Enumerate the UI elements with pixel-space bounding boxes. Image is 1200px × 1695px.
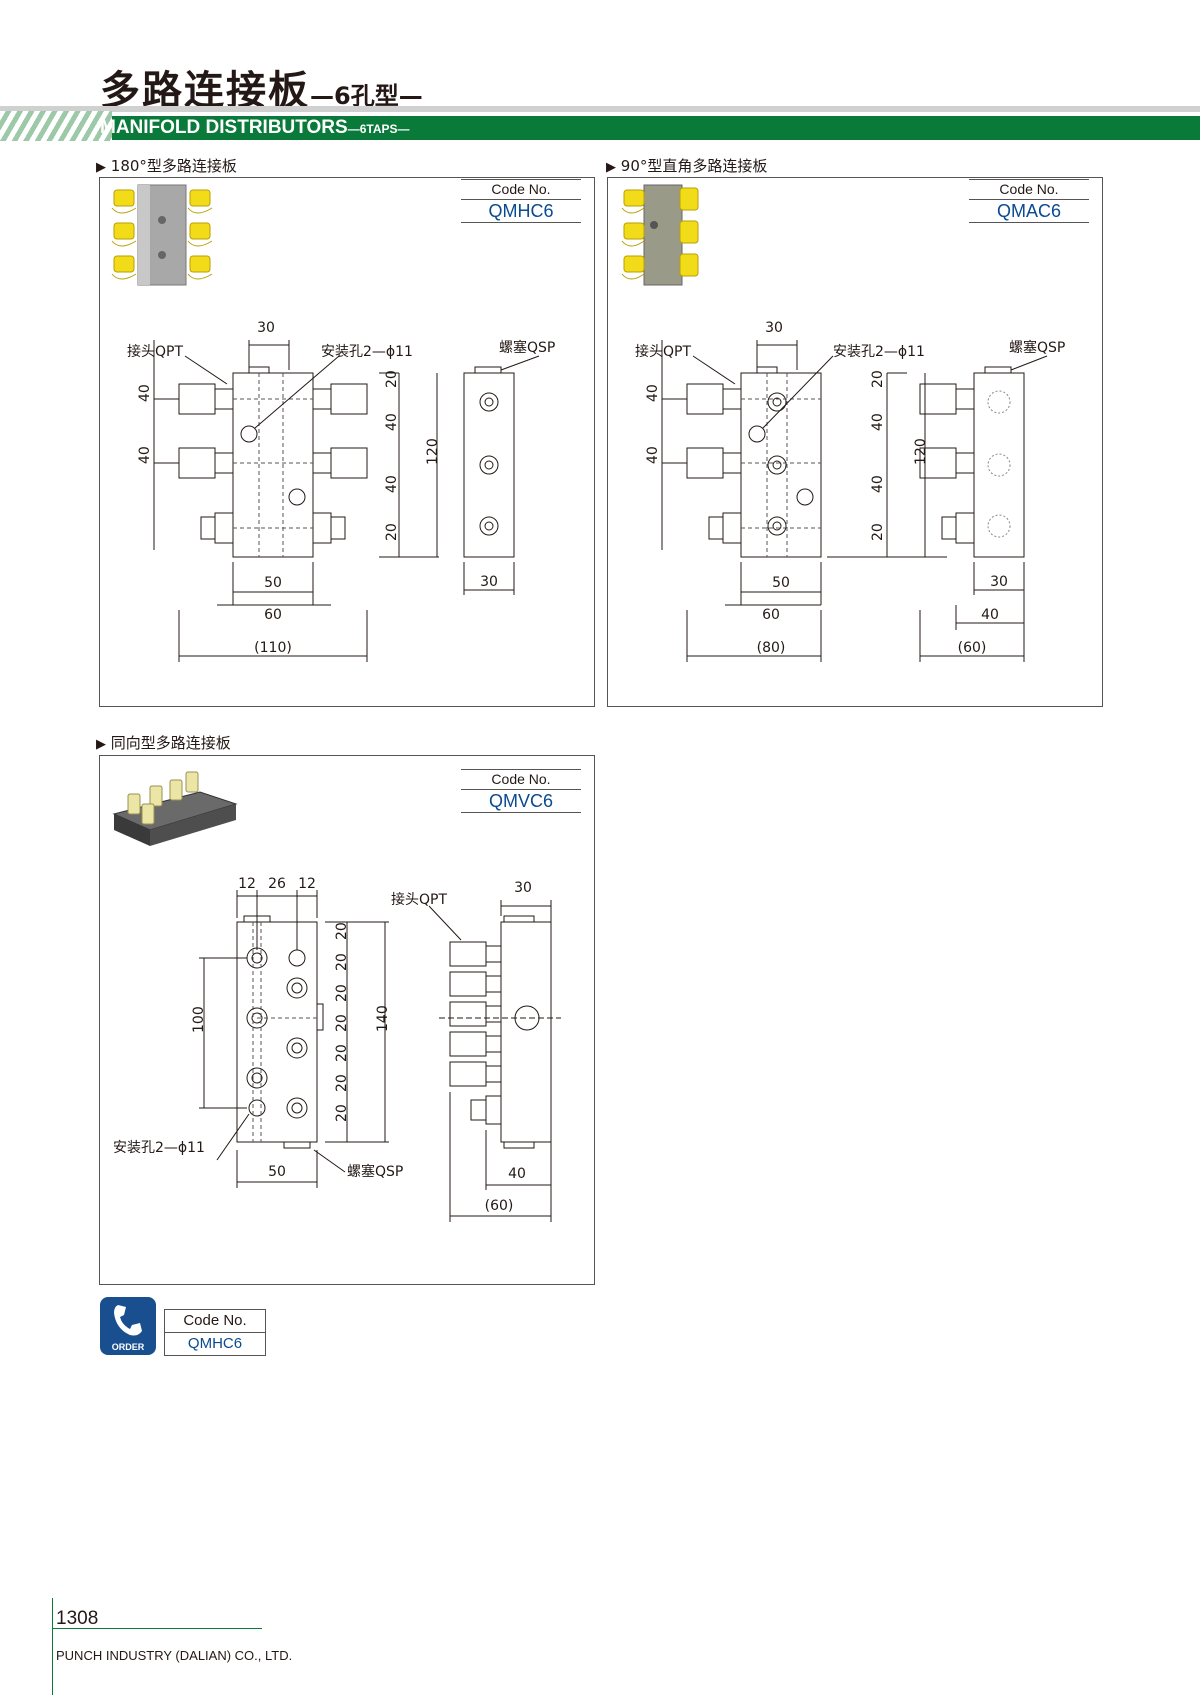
callout-hole: 安装孔2—ϕ11 — [833, 344, 925, 360]
code-label: Code No. — [461, 179, 581, 200]
code-box-90: Code No. QMAC6 — [969, 179, 1089, 223]
footer-rule-vertical — [52, 1598, 53, 1695]
drawing-same: 12 26 12 100 20 20 20 20 20 20 20 140 50… — [113, 876, 561, 1222]
drawing-180: 30 接头QPT 安装孔2—ϕ11 螺塞QSP 40 40 20 40 40 2… — [127, 320, 555, 662]
dim-pitch-0: 20 — [334, 922, 350, 940]
callout-hole: 安装孔2—ϕ11 — [321, 344, 413, 360]
phone-icon — [114, 1305, 142, 1336]
product-photo-180 — [111, 184, 213, 286]
dim-overall: (110) — [254, 640, 292, 656]
dim-side-overall: (60) — [958, 640, 987, 656]
dim-pitch-3: 20 — [334, 1014, 350, 1032]
order-code-box: Code No. QMHC6 — [164, 1309, 266, 1356]
triangle-icon: ▶ — [96, 160, 106, 175]
page-title-en-suffix: —6TAPS— — [347, 122, 410, 136]
dim-top-width: 30 — [765, 320, 783, 336]
drawing-90: 30 接头QPT 安装孔2—ϕ11 螺塞QSP 40 40 20 40 40 2… — [635, 320, 1065, 662]
code-value-180: QMHC6 — [461, 200, 581, 223]
dim-top-1: 26 — [268, 876, 286, 892]
section-label-180: ▶ 180°型多路连接板 — [96, 155, 237, 176]
order-code-value: QMHC6 — [187, 1335, 243, 1352]
dim-top-2: 12 — [298, 876, 316, 892]
dim-top-width: 30 — [257, 320, 275, 336]
dim-overall: (80) — [757, 640, 786, 656]
section-label-90-text: 90°型直角多路连接板 — [620, 157, 768, 175]
code-label: Code No. — [461, 769, 581, 790]
header-band — [0, 116, 1200, 140]
dim-right-3: 20 — [870, 523, 886, 541]
dim-pitch-5: 20 — [334, 1074, 350, 1092]
dim-body-width: 50 — [772, 575, 790, 591]
triangle-icon: ▶ — [96, 737, 106, 752]
callout-qsp: 螺塞QSP — [347, 1163, 403, 1180]
dim-body-width: 50 — [268, 1164, 286, 1180]
dim-height: 120 — [913, 438, 929, 465]
dim-fit-width: 60 — [264, 607, 282, 623]
footer-rule-horizontal — [52, 1628, 262, 1629]
code-value-90: QMAC6 — [969, 200, 1089, 223]
dim-side-fit: 40 — [508, 1166, 526, 1182]
dim-pitch-2: 20 — [334, 984, 350, 1002]
dim-height: 120 — [425, 438, 441, 465]
dim-pitch-a: 40 — [645, 384, 661, 402]
dim-right-1: 40 — [384, 413, 400, 431]
dim-right-1: 40 — [870, 413, 886, 431]
dim-pitch-a: 40 — [137, 384, 153, 402]
section-label-same: ▶ 同向型多路连接板 — [96, 732, 231, 753]
callout-qpt: 接头QPT — [127, 343, 183, 360]
header-stripes — [0, 111, 112, 141]
code-box-180: Code No. QMHC6 — [461, 179, 581, 223]
code-label: Code No. — [969, 179, 1089, 200]
page-title-en: MANIFOLD DISTRIBUTORS—6TAPS— — [100, 116, 410, 140]
dim-pitch-b: 40 — [645, 446, 661, 464]
callout-hole: 安装孔2—ϕ11 — [113, 1140, 205, 1156]
dim-pitch-6: 20 — [334, 1104, 350, 1122]
dim-pitch-b: 40 — [137, 446, 153, 464]
order-code-label: Code No. — [165, 1310, 265, 1333]
code-box-same: Code No. QMVC6 — [461, 769, 581, 813]
header-rule — [0, 106, 1200, 112]
dim-side-fit: 40 — [981, 607, 999, 623]
callout-qpt: 接头QPT — [635, 343, 691, 360]
callout-qsp: 螺塞QSP — [1009, 339, 1065, 356]
dim-side-width: 30 — [990, 574, 1008, 590]
section-label-same-text: 同向型多路连接板 — [110, 734, 231, 752]
dim-body-width: 50 — [264, 575, 282, 591]
dim-right-2: 40 — [384, 475, 400, 493]
dim-top-0: 12 — [238, 876, 256, 892]
callout-qpt: 接头QPT — [391, 891, 447, 908]
page-title-suffix: —6孔型— — [310, 82, 423, 110]
product-photo-same — [112, 771, 238, 846]
order-icon: ORDER — [100, 1297, 156, 1355]
dim-pitch-4: 20 — [334, 1044, 350, 1062]
product-photo-90 — [621, 184, 699, 286]
dim-height: 140 — [375, 1005, 391, 1032]
order-icon-label: ORDER — [111, 1342, 145, 1352]
section-label-90: ▶ 90°型直角多路连接板 — [606, 155, 767, 176]
dim-fit-width: 60 — [762, 607, 780, 623]
triangle-icon: ▶ — [606, 160, 616, 175]
dim-left: 100 — [191, 1006, 207, 1033]
page-title-en-main: MANIFOLD DISTRIBUTORS — [100, 117, 348, 138]
section-label-180-text: 180°型多路连接板 — [110, 157, 237, 175]
dim-side-top: 30 — [514, 880, 532, 896]
dim-right-2: 40 — [870, 475, 886, 493]
dim-right-3: 20 — [384, 523, 400, 541]
code-value-same: QMVC6 — [461, 790, 581, 813]
dim-side-overall: (60) — [485, 1198, 514, 1214]
dim-pitch-1: 20 — [334, 953, 350, 971]
company-name: PUNCH INDUSTRY (DALIAN) CO., LTD. — [56, 1648, 293, 1663]
dim-right-0: 20 — [870, 370, 886, 388]
dim-side-width: 30 — [480, 574, 498, 590]
dim-right-0: 20 — [384, 370, 400, 388]
page-number: 1308 — [56, 1608, 99, 1629]
callout-qsp: 螺塞QSP — [499, 339, 555, 356]
